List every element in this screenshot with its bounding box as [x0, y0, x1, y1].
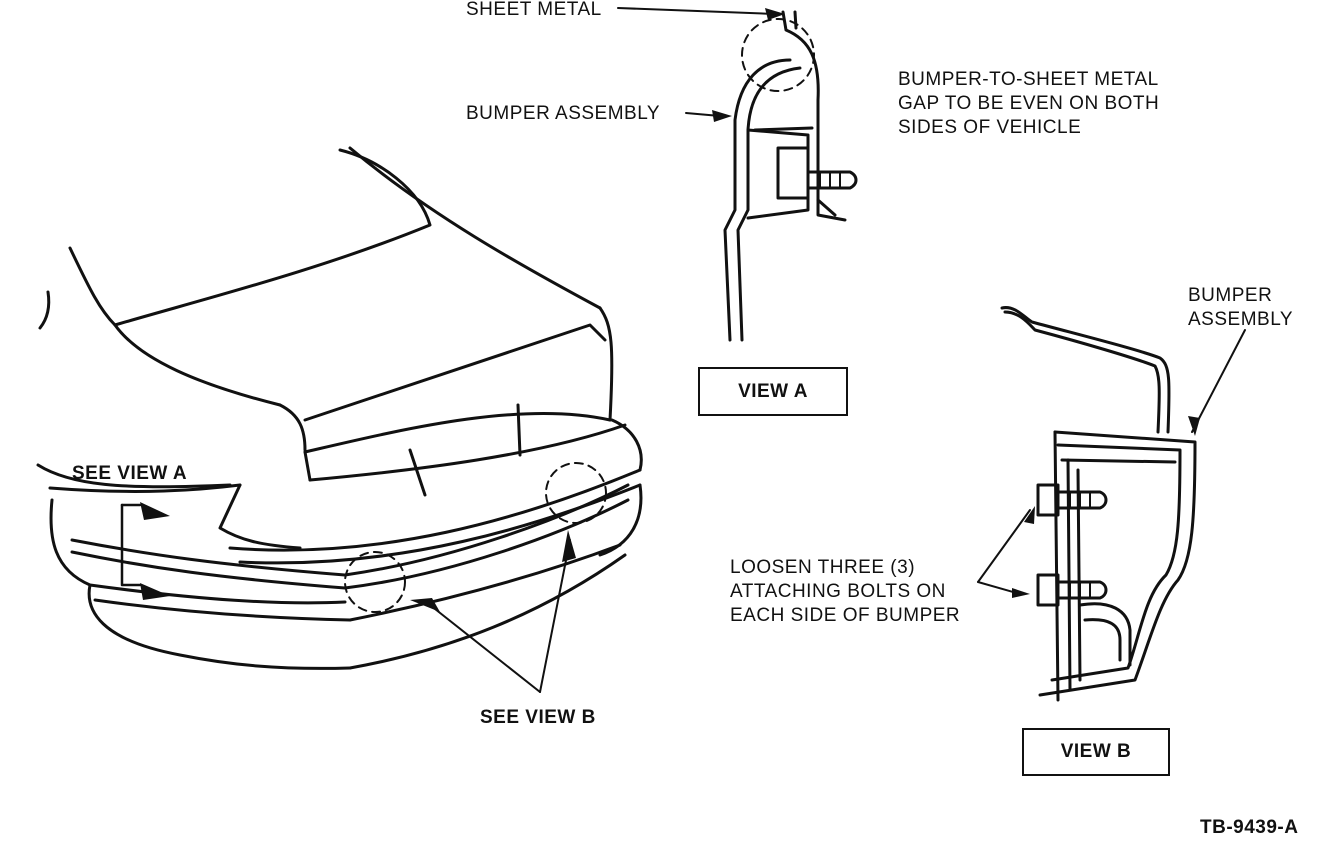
view-b-caption: VIEW B: [1022, 728, 1170, 776]
loosen-note-line-2: ATTACHING BOLTS ON: [730, 581, 946, 602]
bumper-assembly-label-b-1: BUMPER: [1188, 285, 1273, 306]
bumper-assembly-label-a: BUMPER ASSEMBLY: [466, 103, 661, 124]
see-view-b-label: SEE VIEW B: [480, 707, 596, 728]
gap-note-line-3: SIDES OF VEHICLE: [898, 117, 1082, 138]
view-b-section: [1000, 306, 1197, 702]
view-a-caption: VIEW A: [698, 367, 848, 416]
gap-note-line-1: BUMPER-TO-SHEET METAL: [898, 69, 1159, 90]
gap-note-line-2: GAP TO BE EVEN ON BOTH: [898, 93, 1160, 114]
view-a-section: [723, 10, 858, 342]
car-rear-illustration: [36, 146, 643, 670]
sheet-metal-label: SHEET METAL: [466, 0, 602, 20]
loosen-note-line-3: EACH SIDE OF BUMPER: [730, 605, 961, 626]
figure-id-label: TB-9439-A: [1200, 817, 1299, 838]
leader-lines: [429, 7, 1246, 693]
loosen-note-line-1: LOOSEN THREE (3): [730, 557, 916, 578]
see-view-a-label: SEE VIEW A: [72, 463, 188, 484]
bumper-assembly-label-b-2: ASSEMBLY: [1188, 309, 1294, 330]
